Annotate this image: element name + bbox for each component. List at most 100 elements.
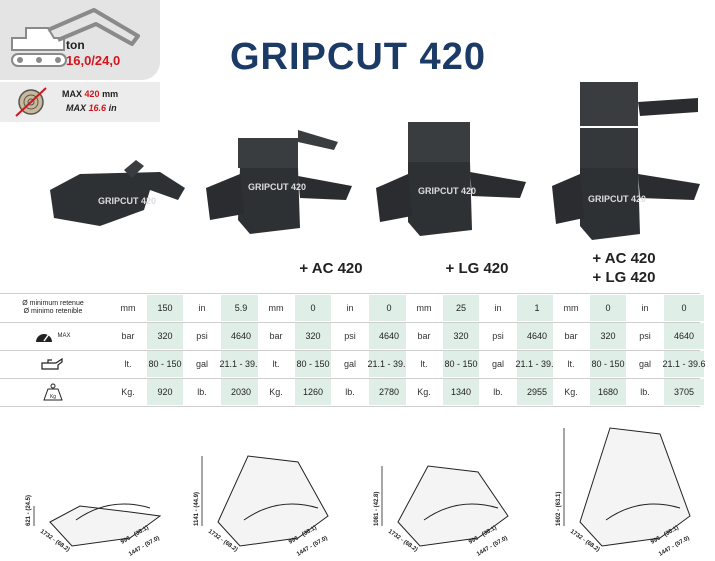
table-cell: psi (480, 323, 516, 349)
table-cell: 21.1 - 39.6 (219, 351, 263, 377)
table-cell: lt. (406, 351, 442, 377)
table-cell: 1680 (590, 379, 626, 405)
table-cell: 2955 (517, 379, 557, 405)
table-cell: Kg. (406, 379, 442, 405)
dimension-drawing: 1141 - (44.9)1732 - (68.2)996 - (38.1)14… (194, 455, 329, 558)
table-cell: 80 - 150 (295, 351, 331, 377)
table-cell: psi (184, 323, 220, 349)
table-cell: 4640 (664, 323, 704, 349)
product-label-gripcut-ac-lg: GRIPCUT 420 (588, 194, 646, 204)
table-cell: 80 - 150 (590, 351, 626, 377)
table-cell: lb. (184, 379, 220, 405)
table-cell: mm (553, 295, 589, 321)
table-cell: 320 (295, 323, 331, 349)
table-cell: lt. (258, 351, 294, 377)
product-label-gripcut: GRIPCUT 420 (98, 196, 156, 206)
table-cell: Kg. (110, 379, 146, 405)
table-row-weight: Kg (0, 379, 700, 405)
variant-header-lg: + LG 420 (445, 260, 509, 277)
table-cell: in (184, 295, 220, 321)
badge-capacity-panel (0, 82, 160, 122)
table-cell: 0 (295, 295, 331, 321)
dimension-height-label: 1141 - (44.9) (194, 492, 200, 526)
table-cell: gal (184, 351, 220, 377)
weight-icon: Kg (43, 383, 63, 401)
table-cell: bar (406, 323, 442, 349)
table-cell: bar (258, 323, 294, 349)
table-cell: psi (332, 323, 368, 349)
table-cell: in (332, 295, 368, 321)
product-label-gripcut-ac: GRIPCUT 420 (248, 182, 306, 192)
table-cell: lb. (627, 379, 663, 405)
table-cell: in (627, 295, 663, 321)
variant-header-ac: + AC 420 (299, 260, 363, 277)
dimension-height-label: 1602 - (63.1) (556, 492, 562, 526)
max-capacity-imperial: MAX 16.6 in (66, 103, 117, 113)
product-label-gripcut-lg: GRIPCUT 420 (418, 186, 476, 196)
table-cell: 0 (590, 295, 626, 321)
table-cell: mm (110, 295, 146, 321)
variant-header-ac-lg: + AC 420 + LG 420 (592, 250, 656, 286)
table-cell: 320 (590, 323, 626, 349)
table-row-opening: Ø minimum retenue Ø minimo retenible (0, 295, 700, 321)
table-cell: bar (553, 323, 589, 349)
max-capacity-metric: MAX 420 mm (62, 89, 119, 99)
badge-tonnage-panel: ton 16,0/24,0 (0, 0, 160, 80)
table-row-pressure: MAX (0, 323, 700, 349)
table-cell: 150 (147, 295, 183, 321)
row-label-opening: Ø minimum retenue Ø minimo retenible (22, 300, 84, 315)
table-cell: 4640 (221, 323, 261, 349)
table-cell: 920 (147, 379, 183, 405)
log-cross-section-icon (15, 87, 47, 117)
product-image-gripcut-ac: GRIPCUT 420 (206, 130, 352, 234)
capacity-badge: ton 16,0/24,0 MAX 420 mm MAX 16.6 in (0, 0, 160, 122)
table-cell: 0 (664, 295, 704, 321)
dimension-drawing: 1602 - (63.1)1732 - (68.2)996 - (38.1)14… (556, 427, 691, 558)
row-label-pressure: MAX (0, 323, 106, 349)
svg-text:Kg: Kg (50, 394, 56, 400)
table-cell: 25 (443, 295, 479, 321)
table-cell: Kg. (258, 379, 294, 405)
table-cell: 0 (369, 295, 409, 321)
table-cell: gal (480, 351, 516, 377)
table-cell: 1 (517, 295, 557, 321)
oil-can-icon (41, 357, 63, 370)
page-title: GRIPCUT 420 (230, 36, 486, 78)
row-label-flow (0, 351, 106, 377)
table-cell: 1340 (443, 379, 479, 405)
table-cell: Kg. (553, 379, 589, 405)
excavator-icon (11, 8, 140, 67)
dimension-height-label: 621 - (24.5) (26, 495, 32, 526)
table-cell: lt. (110, 351, 146, 377)
row-label-weight: Kg (0, 379, 106, 405)
table-cell: in (480, 295, 516, 321)
table-cell: mm (406, 295, 442, 321)
dimension-height-label: 1081 - (42.8) (374, 492, 380, 526)
table-cell: lb. (480, 379, 516, 405)
product-image-gripcut-lg: GRIPCUT 420 (376, 122, 526, 236)
table-cell: 4640 (369, 323, 409, 349)
dimension-drawing: 621 - (24.5)1732 - (68.2)996 - (38.1)144… (26, 495, 162, 558)
table-cell: 2780 (369, 379, 409, 405)
table-cell: psi (627, 323, 663, 349)
table-cell: mm (258, 295, 294, 321)
table-cell: 80 - 150 (443, 351, 479, 377)
table-row-flow (0, 351, 700, 377)
pressure-gauge-icon (36, 333, 53, 342)
ton-label: ton (66, 38, 85, 52)
table-cell: lt. (553, 351, 589, 377)
dimension-drawings: 621 - (24.5)1732 - (68.2)996 - (38.1)144… (26, 427, 691, 558)
table-cell: 2030 (221, 379, 261, 405)
table-cell: 4640 (517, 323, 557, 349)
product-image-gripcut: GRIPCUT 420 (50, 160, 185, 226)
table-cell: 21.1 - 39.6 (515, 351, 559, 377)
table-cell: 21.1 - 39.6 (367, 351, 411, 377)
table-cell: bar (110, 323, 146, 349)
table-cell: 3705 (664, 379, 704, 405)
dimension-drawing: 1081 - (42.8)1732 - (68.2)996 - (38.1)14… (374, 465, 509, 558)
table-cell: 320 (147, 323, 183, 349)
table-cell: 21.1 - 39.6 (662, 351, 706, 377)
spec-table: Ø minimum retenue Ø minimo retenible MAX (0, 293, 706, 413)
table-cell: 5.9 (221, 295, 261, 321)
product-image-gripcut-ac-lg: GRIPCUT 420 (552, 82, 700, 240)
